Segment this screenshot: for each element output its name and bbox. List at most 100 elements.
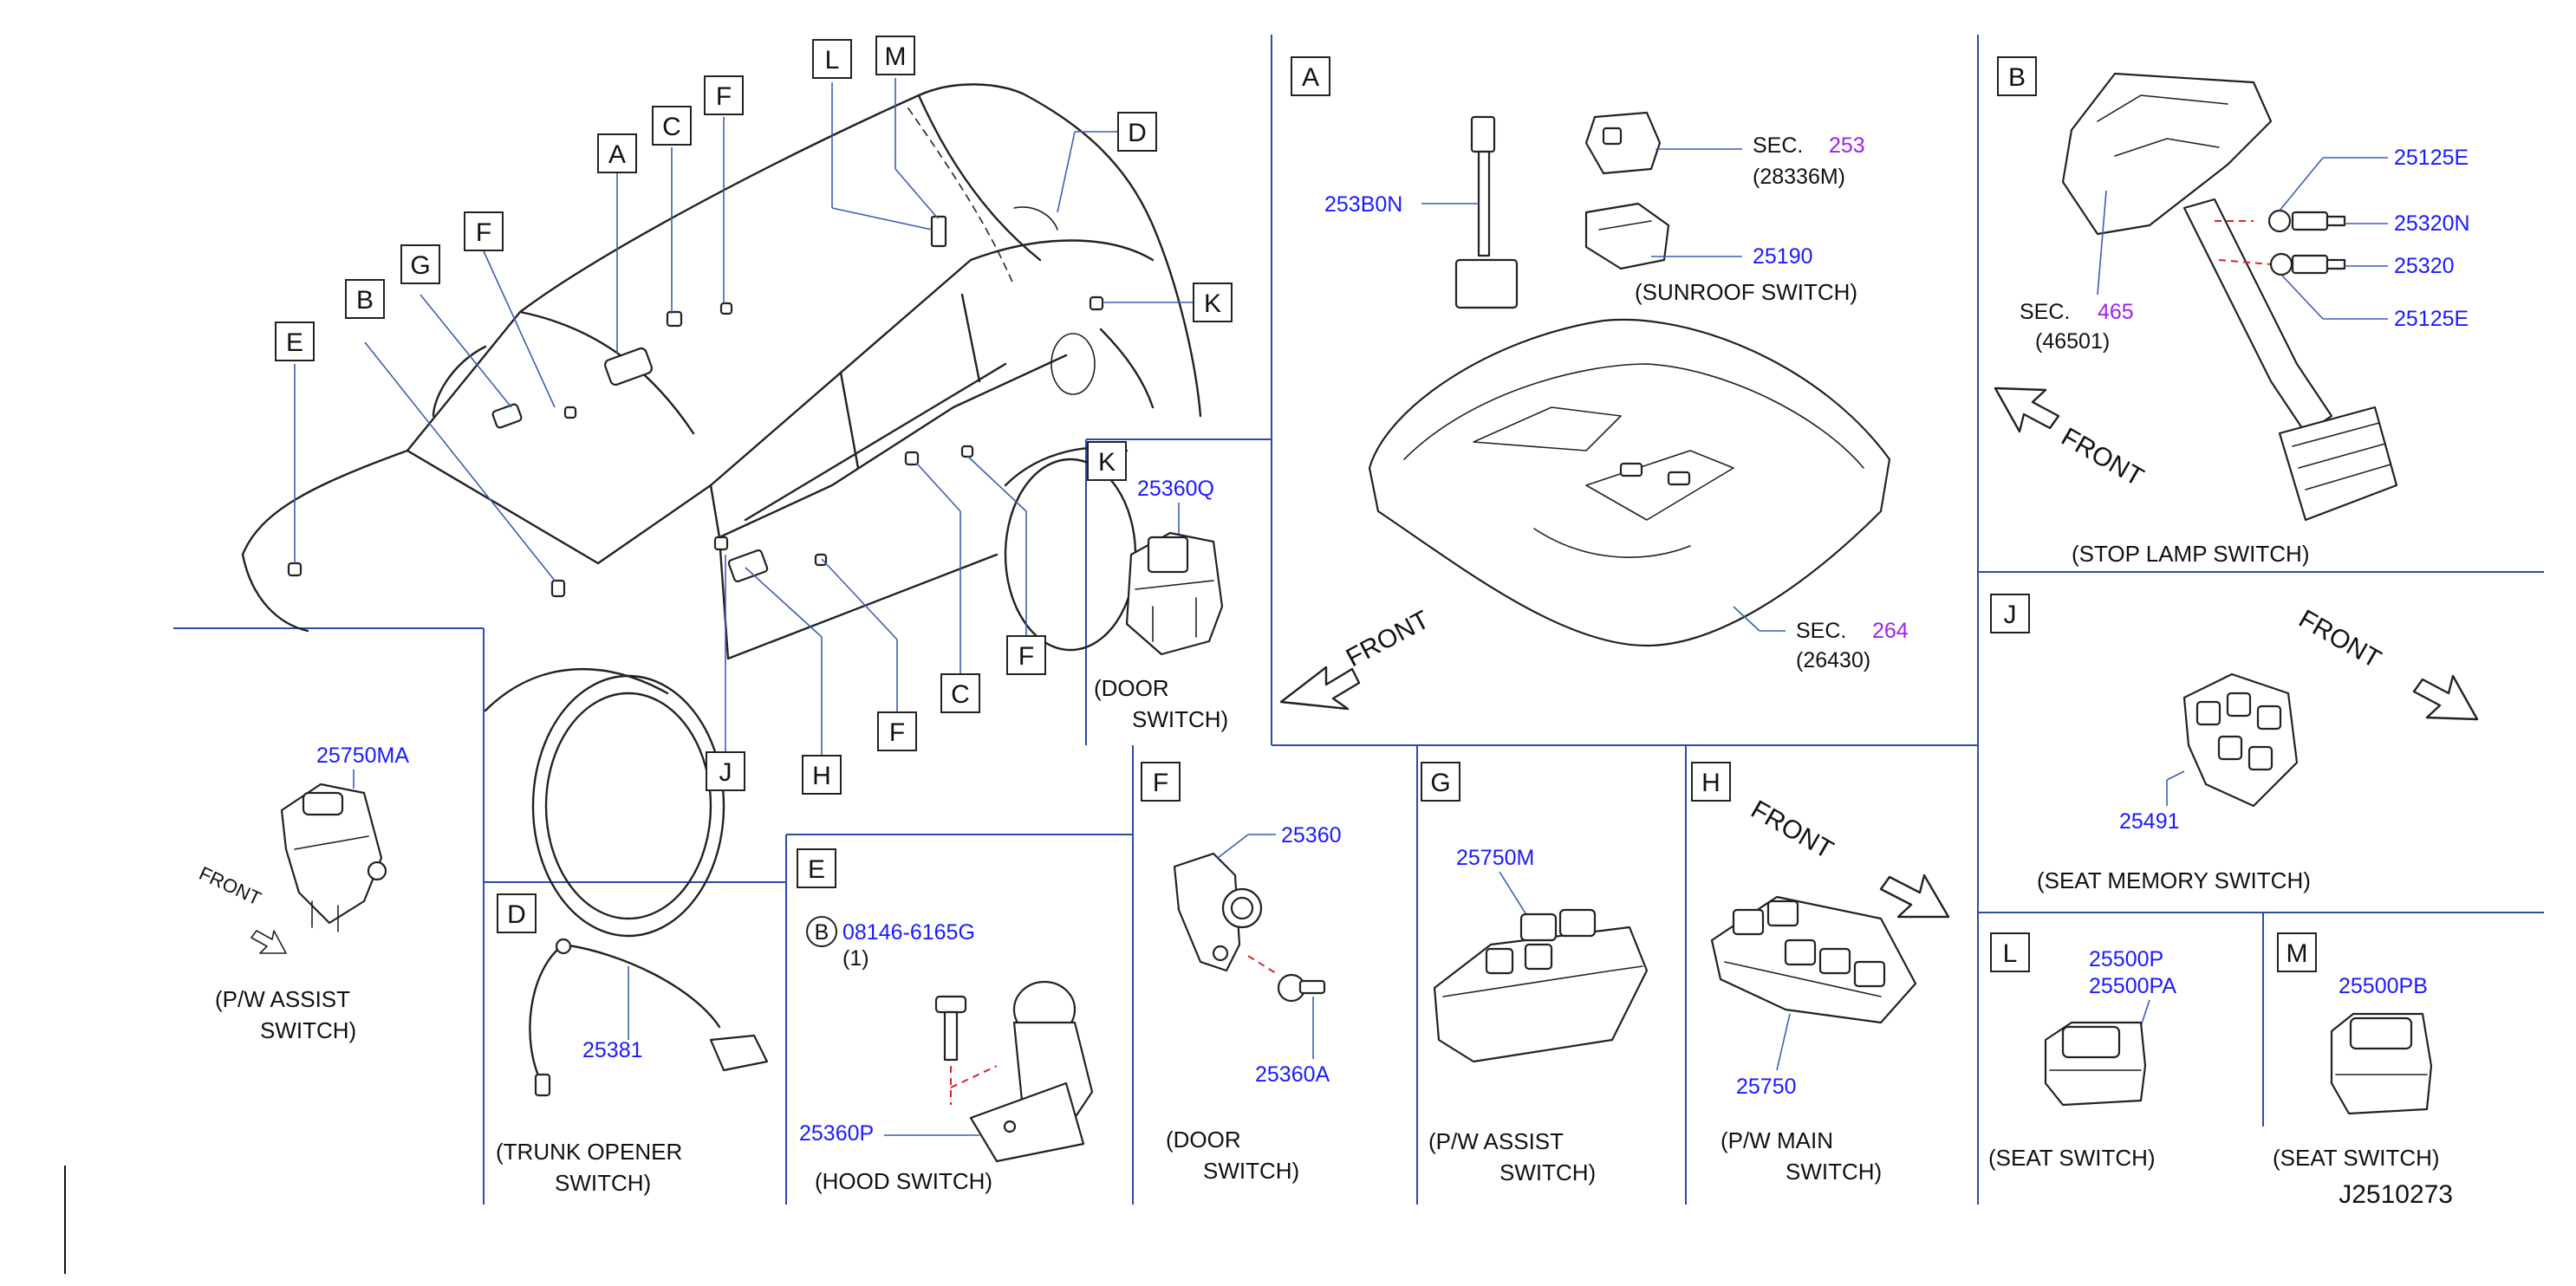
callout-e: E: [275, 322, 315, 361]
part-25360a: 25360A: [1255, 1062, 1330, 1087]
part-25500pb: 25500PB: [2339, 974, 2428, 998]
part-25320: 25320: [2394, 254, 2455, 278]
sec-465-sub: (46501): [2035, 329, 2110, 354]
panel-e-letter: E: [797, 848, 836, 888]
bolt-quantity: (1): [842, 946, 869, 971]
panel-j-letter: J: [1990, 594, 2030, 633]
svg-text:F: F: [1018, 642, 1034, 671]
panel-h-pw-main-switch: H FRONT 25750 (P/W MAIN SWITCH): [1691, 762, 1950, 1185]
panel-j-seat-memory-switch: J FRONT 25491 (SEAT MEMORY SWITCH): [1990, 594, 2479, 893]
bolt-mark-circle-icon: B: [806, 916, 837, 947]
panel-h-letter: H: [1691, 762, 1731, 802]
svg-text:M: M: [2287, 939, 2308, 968]
panel-h-caption-1: (P/W MAIN: [1721, 1127, 1833, 1153]
svg-text:B: B: [815, 920, 829, 945]
svg-text:F: F: [889, 718, 905, 747]
panel-f-caption-1: (DOOR: [1166, 1127, 1241, 1153]
panel-l-letter: L: [1990, 932, 2030, 972]
callout-d: D: [1117, 112, 1157, 152]
panel-d-trunk-opener-switch: D 25381 (TRUNK OPENER SWITCH): [496, 893, 769, 1196]
callout-f-roof: F: [704, 75, 744, 115]
sec-253-sub: (28336M): [1753, 165, 1845, 189]
svg-text:E: E: [808, 855, 825, 884]
panel-g-pw-assist-switch: G 25750M (P/W ASSIST SWITCH): [1421, 762, 1649, 1185]
part-25500pa: 25500PA: [2089, 974, 2176, 998]
panel-g-caption-1: (P/W ASSIST: [1428, 1128, 1564, 1154]
part-25750m: 25750M: [1456, 846, 1534, 870]
svg-text:K: K: [1204, 289, 1221, 318]
svg-text:G: G: [410, 251, 430, 280]
brake-pedal-illustration: [2061, 72, 2398, 522]
front-arrow-icon: [1879, 874, 1950, 919]
panel-m-letter: M: [2277, 932, 2317, 972]
stop-lamp-switch-lower: [2269, 252, 2346, 276]
panel-h-caption-2: SWITCH): [1786, 1159, 1882, 1185]
panel-left-caption-1: (P/W ASSIST: [215, 986, 350, 1012]
panel-d-caption-2: SWITCH): [555, 1170, 651, 1196]
svg-text:F: F: [476, 218, 491, 247]
harness-connector-illustration: [1421, 115, 1519, 309]
panel-j-caption: (SEAT MEMORY SWITCH): [2037, 867, 2311, 893]
part-25500p: 25500P: [2089, 947, 2163, 971]
callout-f-windshield: F: [464, 211, 504, 251]
panel-g-letter: G: [1421, 762, 1460, 802]
callout-f-rear-door: F: [1006, 635, 1046, 675]
seat-switch-l-illustration: [2044, 1021, 2147, 1107]
svg-text:M: M: [885, 42, 907, 71]
part-25750ma: 25750MA: [316, 744, 409, 768]
callout-b: B: [345, 279, 385, 319]
front-arrow-icon: [250, 930, 287, 954]
panel-f-caption-2: SWITCH): [1203, 1158, 1299, 1184]
callout-h: H: [802, 755, 842, 795]
svg-text:J: J: [2004, 601, 2017, 629]
svg-text:H: H: [1701, 769, 1721, 797]
svg-text:E: E: [286, 328, 303, 357]
front-arrow-icon: [2412, 674, 2479, 721]
door-switch-screw-illustration: [1277, 973, 1326, 1003]
svg-text:L: L: [2003, 939, 2018, 968]
pw-assist-switch-left-illustration: [280, 783, 387, 932]
svg-text:H: H: [812, 762, 831, 790]
panel-d-caption-1: (TRUNK OPENER: [496, 1139, 682, 1165]
part-25750: 25750: [1736, 1075, 1797, 1099]
part-25360: 25360: [1281, 823, 1342, 848]
vehicle-overview: [241, 83, 1202, 938]
svg-text:K: K: [1098, 448, 1116, 477]
overview-callouts: A B C C D E F F F F G H J K L M: [275, 36, 1233, 795]
panel-l-seat-switch: L 25500P 25500PA (SEAT SWITCH): [1988, 932, 2176, 1171]
sec-253-prefix: SEC.: [1753, 133, 1803, 158]
panel-e-caption: (HOOD SWITCH): [815, 1168, 992, 1194]
panel-f-door-switch: F 25360 25360A (DOOR SWITCH): [1141, 762, 1342, 1184]
diagram-id: J2510273: [2339, 1180, 2453, 1209]
part-25491: 25491: [2119, 809, 2180, 834]
svg-text:F: F: [1153, 769, 1168, 797]
part-25190: 25190: [1753, 244, 1813, 269]
callout-m: M: [875, 36, 915, 75]
sec-264-number: 264: [1872, 619, 1909, 643]
panel-k-caption-2: SWITCH): [1132, 706, 1228, 732]
svg-text:D: D: [1128, 119, 1147, 147]
panel-a-letter: A: [1291, 56, 1330, 96]
overview-leaders: [294, 78, 1194, 756]
svg-text:B: B: [2008, 63, 2026, 92]
front-arrow-icon: [1994, 386, 2060, 433]
svg-text:D: D: [507, 900, 526, 929]
trunk-opener-harness-illustration: [529, 938, 769, 1097]
door-switch-f-illustration: [1173, 852, 1263, 972]
svg-text:L: L: [825, 46, 840, 75]
part-08146-6165g: 08146-6165G: [842, 920, 975, 945]
svg-text:C: C: [951, 680, 970, 709]
callout-c-lower: C: [940, 673, 980, 713]
part-25360p: 25360P: [799, 1121, 874, 1146]
svg-text:A: A: [1302, 63, 1319, 92]
panel-e-hood-switch: E B 08146-6165G (1) 25360P (HOOD SWITCH): [797, 848, 1094, 1194]
panel-m-seat-switch: M 25500PB (SEAT SWITCH): [2273, 932, 2440, 1171]
callout-j: J: [706, 751, 745, 791]
panel-h-front-label: FRONT: [1747, 795, 1838, 864]
panel-f-letter: F: [1141, 762, 1181, 802]
sunroof-bracket-illustration: [1584, 111, 1742, 175]
pw-assist-switch-g-illustration: [1433, 908, 1649, 1063]
hood-bolt-illustration: [934, 995, 967, 1062]
callout-a: A: [597, 133, 637, 173]
